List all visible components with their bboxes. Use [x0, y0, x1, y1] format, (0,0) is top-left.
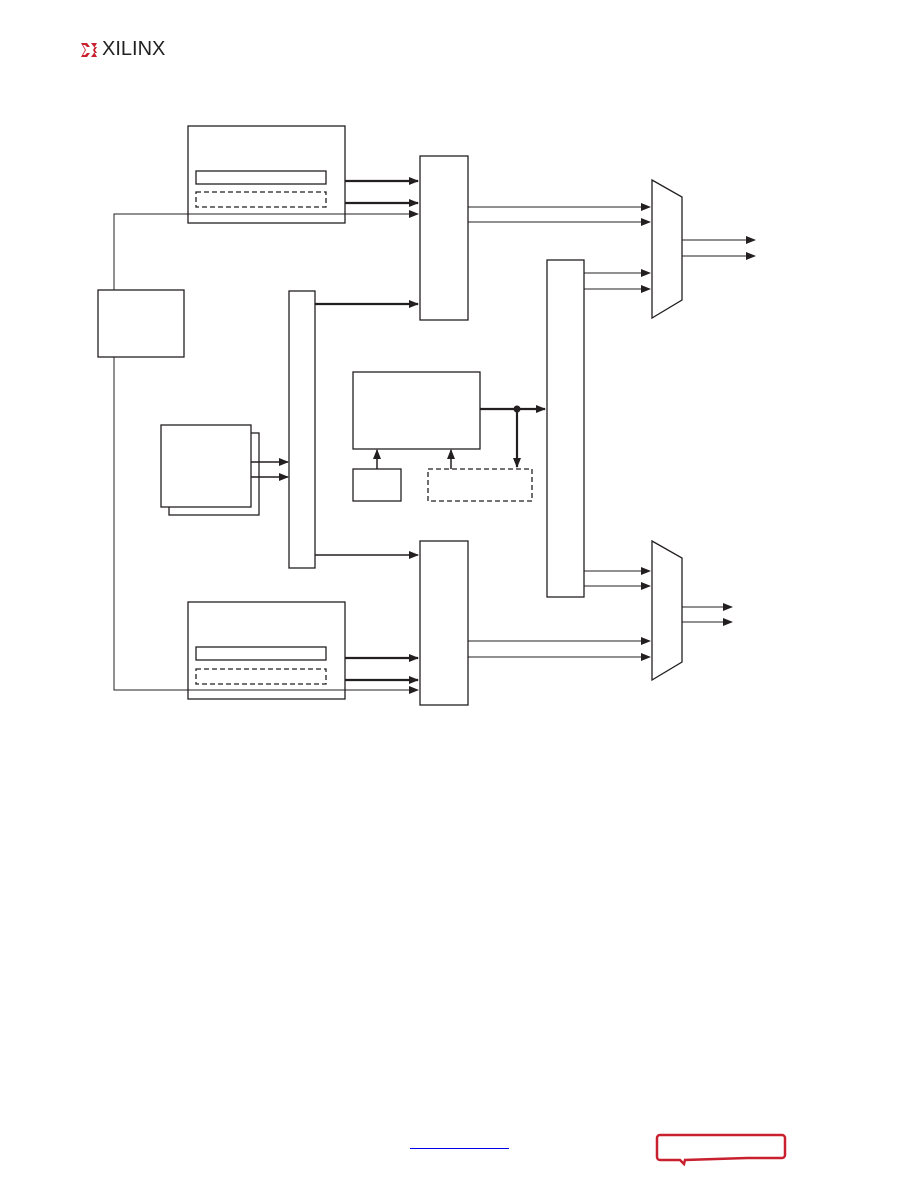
bottom-block: [187, 601, 346, 700]
right-vertical-bus: [546, 259, 585, 598]
junction-dot: [513, 405, 521, 413]
left-vertical-bus: [288, 290, 316, 569]
logo-text: XILINX: [102, 38, 166, 60]
top-block: [187, 125, 346, 224]
top-block-inner-solid: [195, 170, 327, 185]
document-link[interactable]: [410, 1135, 509, 1149]
bottom-mux-block: [419, 540, 469, 706]
top-mux-block: [419, 155, 469, 321]
top-block-inner-dashed: [195, 191, 327, 208]
dashed-block: [427, 468, 533, 502]
bottom-block-inner-solid: [195, 646, 327, 661]
small-block: [352, 468, 402, 502]
left-control-block: [97, 289, 185, 358]
xilinx-logo: XILINX: [80, 38, 165, 61]
bottom-output-mux: [651, 539, 683, 682]
center-block: [352, 371, 481, 450]
xilinx-mark-icon: [81, 42, 97, 57]
feedback-button[interactable]: [655, 1132, 789, 1166]
bottom-block-inner-dashed: [195, 668, 327, 685]
top-output-mux: [651, 178, 683, 320]
stacked-block-front: [160, 424, 252, 508]
